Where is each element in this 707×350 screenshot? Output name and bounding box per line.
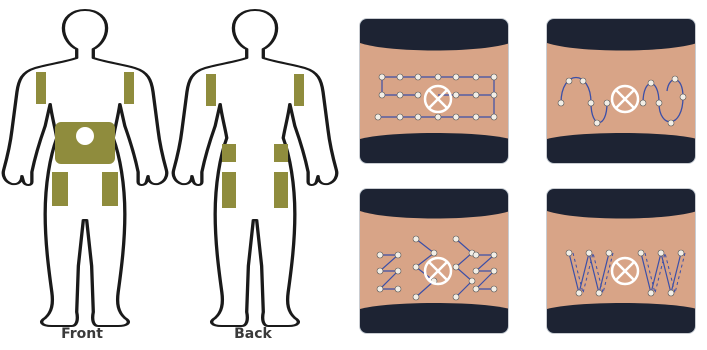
back-right-arm-site (294, 74, 304, 106)
back-left-arm-site (206, 74, 216, 106)
back-left-hip-site (222, 144, 236, 162)
back-body-diagram (170, 0, 340, 330)
back-left-thigh-site (222, 172, 236, 208)
front-body-diagram (0, 0, 170, 330)
front-left-thigh-site (52, 172, 68, 206)
rotation-photo-loops (546, 18, 696, 164)
rotation-photo-zigzag (359, 188, 509, 334)
back-body-figure (170, 0, 340, 330)
rotation-photo-serpentine (359, 18, 509, 164)
front-left-arm-site (36, 72, 46, 104)
navel-exclusion (76, 127, 94, 145)
front-label: Front (42, 326, 122, 342)
front-right-arm-site (124, 72, 134, 104)
front-body-figure (0, 0, 170, 330)
back-right-hip-site (274, 144, 288, 162)
rotation-photo-w-zigzag (546, 188, 696, 334)
front-right-thigh-site (102, 172, 118, 206)
back-right-thigh-site (274, 172, 288, 208)
back-label: Back (213, 326, 293, 342)
